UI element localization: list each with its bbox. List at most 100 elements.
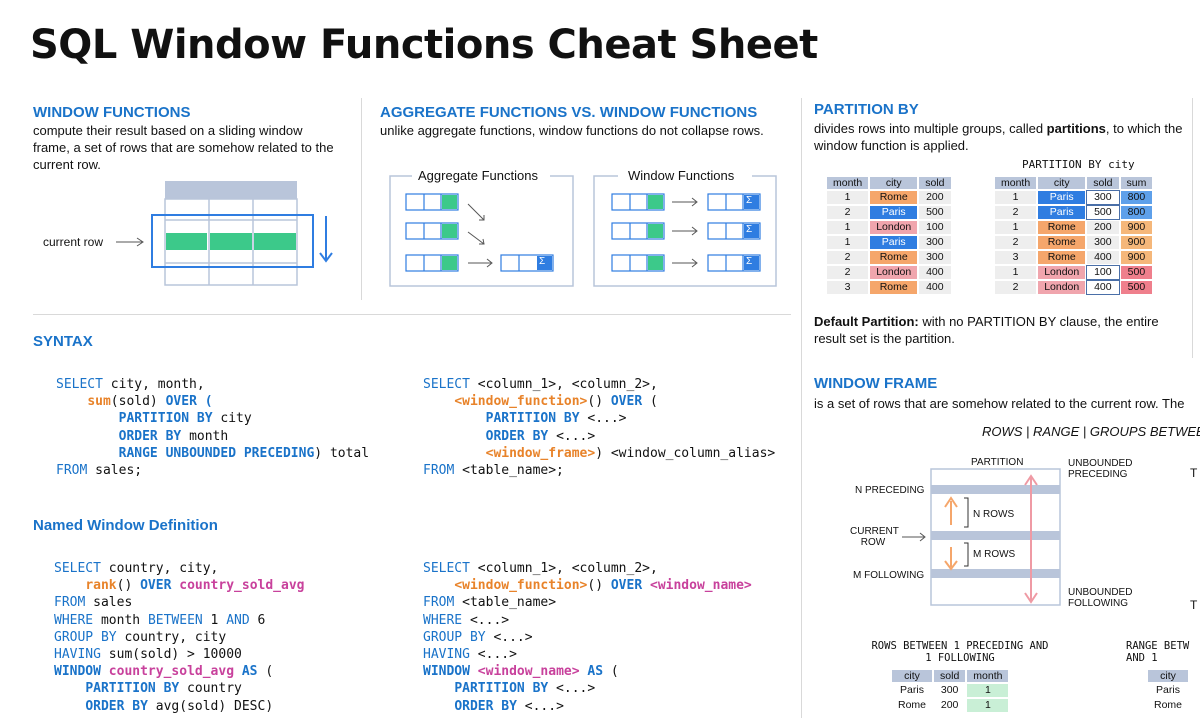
- partition-by-heading: PARTITION BY: [814, 101, 919, 118]
- current-row-label: current row: [43, 235, 104, 249]
- partition-by-caption: PARTITION BY city: [1022, 158, 1135, 171]
- wf-current-row: CURRENT ROW: [850, 526, 899, 548]
- table-cell: London: [1038, 266, 1086, 279]
- agg-vs-window-heading: AGGREGATE FUNCTIONS VS. WINDOW FUNCTIONS: [380, 104, 758, 121]
- table-header: month: [995, 177, 1037, 189]
- code-line: GROUP BY <...>: [423, 629, 533, 645]
- divider-v3: [1192, 98, 1193, 358]
- code-line: PARTITION BY <...>: [485, 411, 627, 427]
- table-cell: 2: [995, 281, 1037, 294]
- wf-m-following: M FOLLOWING: [853, 570, 925, 581]
- divider-h1: [33, 314, 791, 315]
- table-cell: 1: [995, 221, 1037, 234]
- table-header: city: [1148, 670, 1189, 682]
- code-line: SELECT city, month,: [56, 377, 205, 392]
- table-cell: Rome: [1038, 221, 1086, 234]
- table-cell: 800: [1120, 206, 1153, 219]
- divider-v1: [361, 98, 362, 300]
- code-line: HAVING sum(sold) > 10000: [54, 647, 242, 663]
- sigma-icon: Σ: [746, 224, 753, 235]
- window-functions-desc: compute their result based on a sliding …: [33, 123, 334, 172]
- agg-vs-window-diagram: [389, 168, 777, 287]
- aggregate-functions-label: Aggregate Functions: [418, 168, 538, 183]
- table-cell: 900: [1120, 236, 1153, 249]
- table-cell: 400: [1086, 280, 1120, 295]
- table-cell: 500: [919, 206, 951, 219]
- code-line: SELECT country, city,: [54, 561, 219, 576]
- table-row: Rome: [1148, 699, 1188, 712]
- code-line: SELECT <column_1>, <column_2>,: [423, 377, 658, 392]
- code-line: WINDOW <window_name> AS (: [423, 664, 619, 680]
- table-cell: Rome: [1154, 699, 1183, 711]
- table-cell: 1: [827, 236, 869, 249]
- table-cell: 300: [940, 684, 959, 696]
- table-row: Paris: [1148, 684, 1188, 697]
- code-line: <window_frame>) <window_column_alias>: [485, 445, 776, 461]
- table-cell: 1: [967, 699, 1009, 712]
- code-line: SELECT <column_1>, <column_2>,: [423, 561, 658, 576]
- code-line: GROUP BY country, city: [54, 629, 227, 645]
- table-cell: Rome: [870, 281, 918, 294]
- sigma-icon: Σ: [746, 195, 753, 206]
- table-cell: Paris: [1038, 206, 1086, 219]
- page-title: SQL Window Functions Cheat Sheet: [30, 22, 818, 68]
- table-cell: 500: [1120, 281, 1153, 294]
- table-cell: Paris: [1038, 191, 1086, 204]
- default-partition-bold: Default Partition:: [814, 314, 919, 329]
- table-cell: 2: [827, 206, 869, 219]
- table-cell: 1: [827, 221, 869, 234]
- table-cell: Rome: [1038, 236, 1086, 249]
- table-cell: Paris: [870, 236, 918, 249]
- code-line: WHERE <...>: [423, 612, 510, 628]
- window-frame-desc: is a set of rows that are somehow relate…: [814, 396, 1185, 411]
- table-cell: 3: [995, 251, 1037, 264]
- window-frame-heading: WINDOW FRAME: [814, 375, 938, 392]
- table-cell: 400: [919, 266, 951, 279]
- table-cell: 900: [1120, 251, 1153, 264]
- code-line: <window_function>() OVER (: [454, 394, 658, 410]
- wf-m-rows: M ROWS: [973, 549, 1016, 560]
- wf-t-top: T: [1190, 466, 1198, 480]
- table-cell: London: [1038, 281, 1086, 294]
- table-header: city: [1038, 177, 1086, 189]
- table-cell: 1: [995, 266, 1037, 279]
- table-cell: London: [870, 221, 918, 234]
- code-line: FROM <table_name>: [423, 595, 557, 611]
- syntax-heading: SYNTAX: [33, 333, 93, 350]
- code-line: PARTITION BY <...>: [454, 681, 596, 697]
- table-cell: 1: [967, 684, 1009, 697]
- table-header: month: [967, 670, 1009, 682]
- partition-by-desc-bold: partitions: [1046, 121, 1106, 136]
- table-header: sum: [1120, 177, 1153, 189]
- table-cell: Paris: [870, 206, 918, 219]
- table-cell: Paris: [1156, 684, 1180, 696]
- window-frame-diagram: [116, 181, 333, 286]
- sigma-icon: Σ: [539, 256, 546, 267]
- code-line: FROM <table_name>;: [423, 463, 564, 479]
- table-cell: 2: [995, 206, 1037, 219]
- code-line: ORDER BY month: [118, 428, 229, 444]
- table-cell: 100: [919, 221, 951, 234]
- wf-unbounded-following: UNBOUNDED FOLLOWING: [1068, 587, 1133, 609]
- named-window-heading: Named Window Definition: [33, 517, 218, 534]
- code-line: WHERE month BETWEEN 1 AND 6: [54, 612, 266, 628]
- table-cell: London: [870, 266, 918, 279]
- wf-n-rows: N ROWS: [973, 509, 1015, 520]
- table-cell: 300: [919, 236, 951, 249]
- window-functions-heading: WINDOW FUNCTIONS: [33, 104, 191, 121]
- table-header: sold: [919, 177, 951, 189]
